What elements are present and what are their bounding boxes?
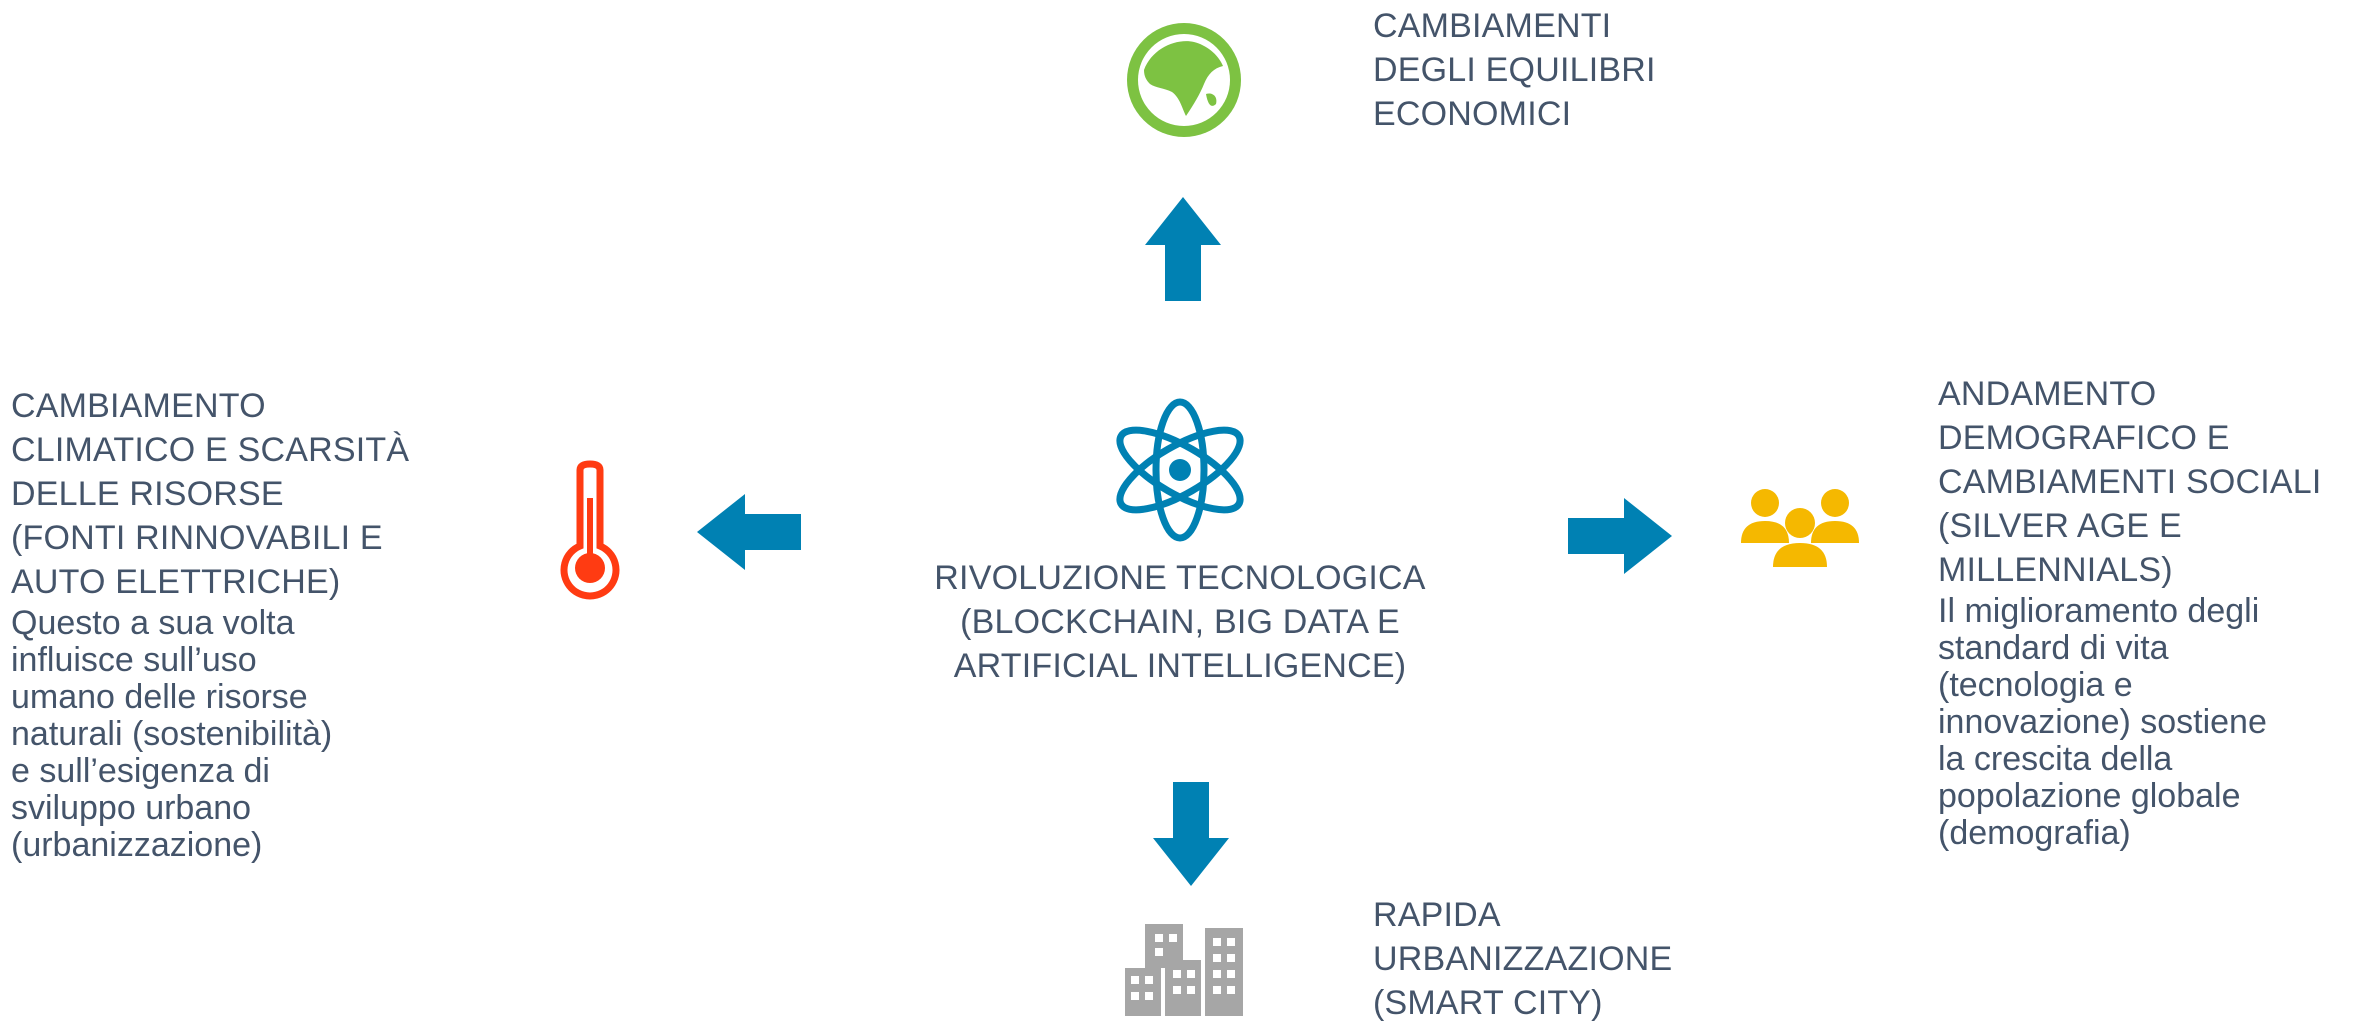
left-description: Questo a sua volta influisce sull’uso um… <box>11 605 481 864</box>
left-description-line: e sull’esigenza di <box>11 752 270 790</box>
thermometer-icon <box>558 460 622 600</box>
left-description-line: sviluppo urbano <box>11 789 252 827</box>
arrow-right-icon <box>1568 498 1672 574</box>
top-title-line: DEGLI EQUILIBRI <box>1373 51 1656 89</box>
people-group-icon <box>1735 485 1865 575</box>
right-description-line: popolazione globale <box>1938 777 2241 815</box>
center-title-line: ARTIFICIAL INTELLIGENCE) <box>953 647 1407 685</box>
left-description-line: umano delle risorse <box>11 678 308 716</box>
globe-icon <box>1122 18 1246 142</box>
arrow-left-icon <box>697 494 801 570</box>
bottom-title-line: (SMART CITY) <box>1373 984 1603 1022</box>
right-title: ANDAMENTO DEMOGRAFICO E CAMBIAMENTI SOCI… <box>1938 372 2348 592</box>
arrow-up-icon <box>1143 197 1223 301</box>
right-description-line: (demografia) <box>1938 814 2131 852</box>
right-title-line: (SILVER AGE E <box>1938 507 2182 545</box>
right-description-line: Il miglioramento degli <box>1938 592 2260 630</box>
bottom-title: RAPIDA URBANIZZAZIONE (SMART CITY) <box>1373 893 1793 1025</box>
bottom-title-line: URBANIZZAZIONE <box>1373 940 1673 978</box>
left-title-line: DELLE RISORSE <box>11 475 284 513</box>
left-title: CAMBIAMENTO CLIMATICO E SCARSITÀ DELLE R… <box>11 384 481 604</box>
center-title: RIVOLUZIONE TECNOLOGICA (BLOCKCHAIN, BIG… <box>880 556 1480 688</box>
city-buildings-icon <box>1125 920 1243 1016</box>
right-title-line: DEMOGRAFICO E <box>1938 419 2230 457</box>
left-description-line: influisce sull’uso <box>11 641 257 679</box>
top-title-line: ECONOMICI <box>1373 95 1572 133</box>
center-title-line: (BLOCKCHAIN, BIG DATA E <box>960 603 1400 641</box>
left-title-line: CLIMATICO E SCARSITÀ <box>11 431 410 469</box>
center-title-line: RIVOLUZIONE TECNOLOGICA <box>934 559 1426 597</box>
left-description-line: (urbanizzazione) <box>11 826 263 864</box>
bottom-title-line: RAPIDA <box>1373 896 1501 934</box>
right-title-line: MILLENNIALS) <box>1938 551 2173 589</box>
left-title-line: AUTO ELETTRICHE) <box>11 563 341 601</box>
right-title-line: CAMBIAMENTI SOCIALI <box>1938 463 2322 501</box>
right-description-line: (tecnologia e <box>1938 666 2133 704</box>
right-description-line: innovazione) sostiene <box>1938 703 2267 741</box>
right-description-line: standard di vita <box>1938 629 2169 667</box>
atom-icon <box>1115 395 1245 545</box>
top-title-line: CAMBIAMENTI <box>1373 7 1612 45</box>
left-title-line: (FONTI RINNOVABILI E <box>11 519 383 557</box>
left-title-line: CAMBIAMENTO <box>11 387 266 425</box>
top-title: CAMBIAMENTI DEGLI EQUILIBRI ECONOMICI <box>1373 4 1793 136</box>
left-description-line: naturali (sostenibilità) <box>11 715 333 753</box>
right-title-line: ANDAMENTO <box>1938 375 2157 413</box>
right-description-line: la crescita della <box>1938 740 2173 778</box>
left-description-line: Questo a sua volta <box>11 604 295 642</box>
arrow-down-icon <box>1151 782 1231 886</box>
right-description: Il miglioramento degli standard di vita … <box>1938 593 2348 852</box>
